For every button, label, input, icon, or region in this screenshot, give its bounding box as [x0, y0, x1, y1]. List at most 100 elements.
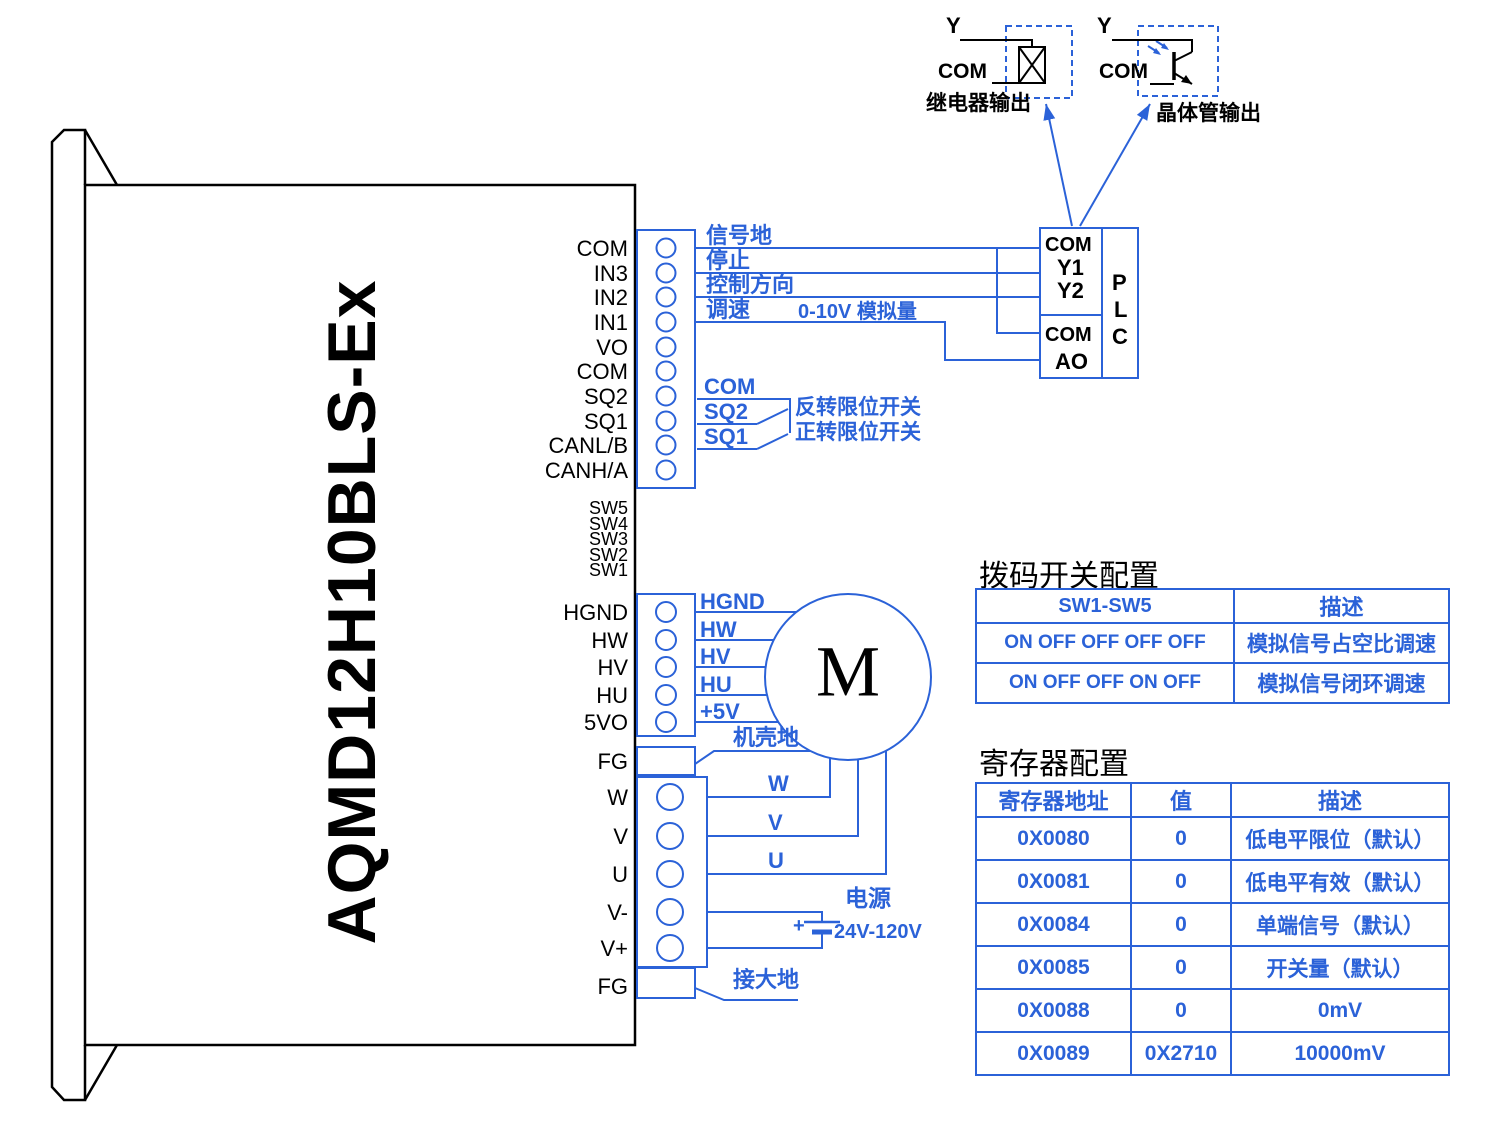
pin-label-w: W: [607, 785, 628, 810]
plc-terminal-ao: AO: [1055, 349, 1088, 374]
pin-label-vo: VO: [596, 335, 628, 360]
register-table-cell: 0: [1130, 902, 1232, 947]
pin-label-in3: IN3: [593, 261, 628, 286]
register-table-cell: 0: [1130, 816, 1232, 861]
terminal-strips: [636, 229, 708, 999]
dip-table-cell: 模拟信号闭环调速: [1233, 662, 1450, 704]
register-table-cell: 0: [1130, 859, 1232, 904]
pin-label-canha: CANH/A: [544, 458, 628, 483]
relay-com-label: COM: [938, 60, 987, 83]
wire-label-voltage: 24V-120V: [834, 921, 922, 943]
plc-terminal-com1: COM: [1045, 234, 1092, 256]
wire-label-u: U: [768, 848, 784, 873]
register-table-cell: 0X0085: [975, 945, 1132, 990]
relay-y-label: Y: [946, 13, 961, 38]
wire-label-reverse-limit: 反转限位开关: [795, 396, 921, 419]
plc-terminal-com2: COM: [1045, 324, 1092, 346]
wire-label-chassis-ground: 机壳地: [733, 725, 800, 750]
register-table-header-desc: 描述: [1230, 782, 1450, 818]
wire-label-forward-limit: 正转限位开关: [795, 421, 921, 444]
plc-terminal-y2: Y2: [1057, 278, 1084, 303]
device-outline: [50, 128, 637, 1102]
pin-label-sw1: SW1: [588, 560, 628, 580]
transistor-com-label: COM: [1099, 60, 1148, 83]
pin-label-5vo: 5VO: [583, 710, 628, 735]
pin-label-hu: HU: [596, 683, 628, 708]
dip-table-cell: ON OFF OFF OFF OFF: [975, 622, 1235, 664]
pin-label-fg-top: FG: [597, 749, 628, 774]
register-table-cell: 0X2710: [1130, 1031, 1232, 1076]
plc-letter-l: L: [1114, 297, 1128, 322]
wire-label-hgnd: HGND: [700, 589, 765, 614]
register-table-title: 寄存器配置: [979, 748, 1129, 781]
device-model-label: AQMD12H10BLS-Ex: [314, 279, 390, 945]
wire-label-speed: 调速: [706, 297, 751, 322]
wire-label-v: V: [768, 810, 783, 835]
register-table-cell: 0: [1130, 988, 1232, 1033]
register-table-cell: 0mV: [1230, 988, 1450, 1033]
transistor-output-symbol: [1112, 39, 1193, 85]
register-table-cell: 0X0080: [975, 816, 1132, 861]
dip-table-header-sw: SW1-SW5: [975, 588, 1235, 624]
wire-label-w: W: [768, 771, 789, 796]
dip-table-cell: ON OFF OFF ON OFF: [975, 662, 1235, 704]
register-table-cell: 0X0088: [975, 988, 1132, 1033]
pin-label-com: COM: [576, 236, 628, 261]
register-table-cell: 低电平有效（默认）: [1230, 859, 1450, 904]
pin-label-vminus: V-: [607, 900, 628, 925]
dip-table-title: 拨码开关配置: [979, 560, 1159, 593]
pin-label-sw5: SW5: [588, 498, 628, 518]
motor-symbol: M: [815, 631, 881, 712]
pin-label-fg-bottom: FG: [597, 974, 628, 999]
wire-label-sq2: SQ2: [704, 399, 749, 424]
dip-table-header-desc: 描述: [1233, 588, 1450, 624]
pin-label-v: V: [613, 824, 628, 849]
pin-label-com2: COM: [576, 359, 628, 384]
wire-label-power: 电源: [845, 885, 891, 911]
relay-output-caption: 继电器输出: [926, 92, 1031, 115]
battery-plus-sign: +: [793, 915, 805, 937]
wire-label-signal-ground: 信号地: [706, 223, 773, 248]
wire-label-plus5v: +5V: [700, 699, 740, 724]
pin-label-in1: IN1: [593, 310, 628, 335]
pin-label-hw: HW: [591, 628, 628, 653]
plc-terminal-y1: Y1: [1057, 255, 1084, 280]
register-table-cell: 开关量（默认）: [1230, 945, 1450, 990]
register-table-cell: 10000mV: [1230, 1031, 1450, 1076]
wire-label-analog: 0-10V 模拟量: [798, 301, 917, 323]
transistor-y-label: Y: [1097, 13, 1112, 38]
register-table-cell: 0: [1130, 945, 1232, 990]
dip-switch-table: SW1-SW5 描述 ON OFF OFF OFF OFF 模拟信号占空比调速 …: [975, 588, 1450, 704]
register-table-cell: 0X0081: [975, 859, 1132, 904]
register-table-cell: 0X0089: [975, 1031, 1132, 1076]
pin-label-canlb: CANL/B: [548, 433, 628, 458]
wire-label-hw: HW: [700, 617, 737, 642]
register-table-header-addr: 寄存器地址: [975, 782, 1132, 818]
register-table: 寄存器地址 值 描述 0X0080 0 低电平限位（默认） 0X0081 0 低…: [975, 782, 1450, 1076]
wire-label-stop: 停止: [706, 248, 751, 273]
plc-letter-p: P: [1112, 270, 1127, 295]
wire-label-com: COM: [704, 374, 756, 399]
pin-label-sw2: SW2: [588, 545, 628, 565]
relay-output-symbol: [960, 39, 1046, 84]
register-table-header-val: 值: [1130, 782, 1232, 818]
pin-label-in2: IN2: [593, 285, 628, 310]
plc-letter-c: C: [1112, 324, 1128, 349]
register-table-cell: 单端信号（默认）: [1230, 902, 1450, 947]
transistor-output-caption: 晶体管输出: [1156, 102, 1261, 125]
pin-label-hgnd: HGND: [563, 600, 628, 625]
wire-label-direction: 控制方向: [706, 272, 795, 297]
pin-label-hv: HV: [597, 655, 628, 680]
wires: [694, 25, 1219, 1001]
pin-label-sq2: SQ2: [583, 384, 628, 409]
pin-label-sw3: SW3: [588, 529, 628, 549]
pin-label-vplus: V+: [600, 936, 628, 961]
pin-label-sw4: SW4: [588, 514, 628, 534]
register-table-cell: 低电平限位（默认）: [1230, 816, 1450, 861]
wire-label-hu: HU: [700, 672, 732, 697]
register-table-cell: 0X0084: [975, 902, 1132, 947]
wire-label-hv: HV: [700, 644, 731, 669]
pin-label-u: U: [612, 862, 628, 887]
